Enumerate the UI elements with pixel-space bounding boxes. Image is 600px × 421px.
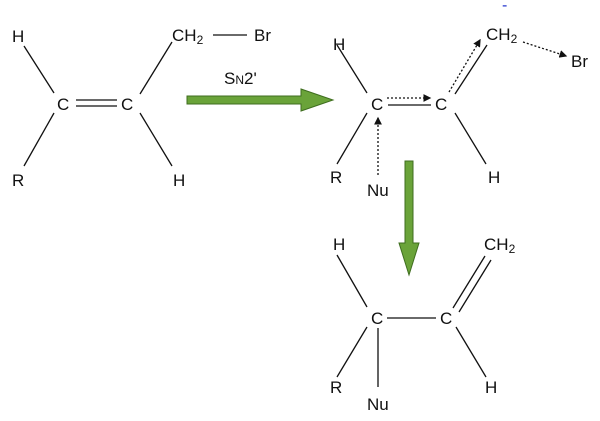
double-bond bbox=[452, 255, 486, 309]
bond bbox=[139, 41, 173, 95]
reactant-molecule: H C C CH2 Br R H bbox=[12, 26, 271, 190]
bond bbox=[336, 44, 368, 94]
atom-r: R bbox=[330, 378, 342, 397]
atom-c: C bbox=[371, 309, 383, 328]
atom-ch2: CH2 bbox=[486, 25, 518, 46]
atom-h: H bbox=[333, 35, 345, 54]
atom-h: H bbox=[12, 27, 24, 46]
atom-br: Br bbox=[254, 26, 271, 45]
bond bbox=[454, 44, 488, 95]
bond bbox=[336, 254, 368, 308]
atom-c: C bbox=[440, 309, 452, 328]
electron-arrow bbox=[522, 41, 568, 58]
atom-h: H bbox=[485, 378, 497, 397]
reaction-arrow: SN2' bbox=[186, 69, 335, 112]
negative-charge: - bbox=[502, 0, 507, 14]
bond bbox=[336, 112, 368, 165]
bond bbox=[336, 326, 368, 378]
bond bbox=[23, 112, 55, 167]
bond bbox=[139, 112, 173, 167]
atom-c: C bbox=[121, 95, 133, 114]
atom-h: H bbox=[333, 235, 345, 254]
atom-ch2: CH2 bbox=[484, 235, 516, 256]
product-molecule: H C C CH2 R H Nu bbox=[330, 235, 516, 414]
atom-h: H bbox=[173, 171, 185, 190]
green-arrow-right bbox=[186, 88, 335, 112]
atom-r: R bbox=[12, 171, 24, 190]
double-bond bbox=[458, 259, 492, 313]
atom-c: C bbox=[57, 95, 69, 114]
reaction-label: SN2' bbox=[224, 69, 257, 88]
bond bbox=[454, 112, 487, 165]
bond bbox=[455, 326, 487, 378]
atom-c: C bbox=[435, 95, 447, 114]
transition-state-molecule: H C C CH2 Br R H Nu - bbox=[330, 0, 588, 200]
atom-h: H bbox=[488, 168, 500, 187]
bond bbox=[23, 45, 55, 94]
atom-br: Br bbox=[571, 52, 588, 71]
atom-c: C bbox=[371, 95, 383, 114]
nucleophile: Nu bbox=[367, 395, 389, 414]
green-arrow-down bbox=[398, 160, 420, 277]
atom-ch2: CH2 bbox=[172, 26, 204, 47]
electron-arrow bbox=[448, 38, 481, 93]
atom-r: R bbox=[330, 168, 342, 187]
nucleophile: Nu bbox=[367, 181, 389, 200]
